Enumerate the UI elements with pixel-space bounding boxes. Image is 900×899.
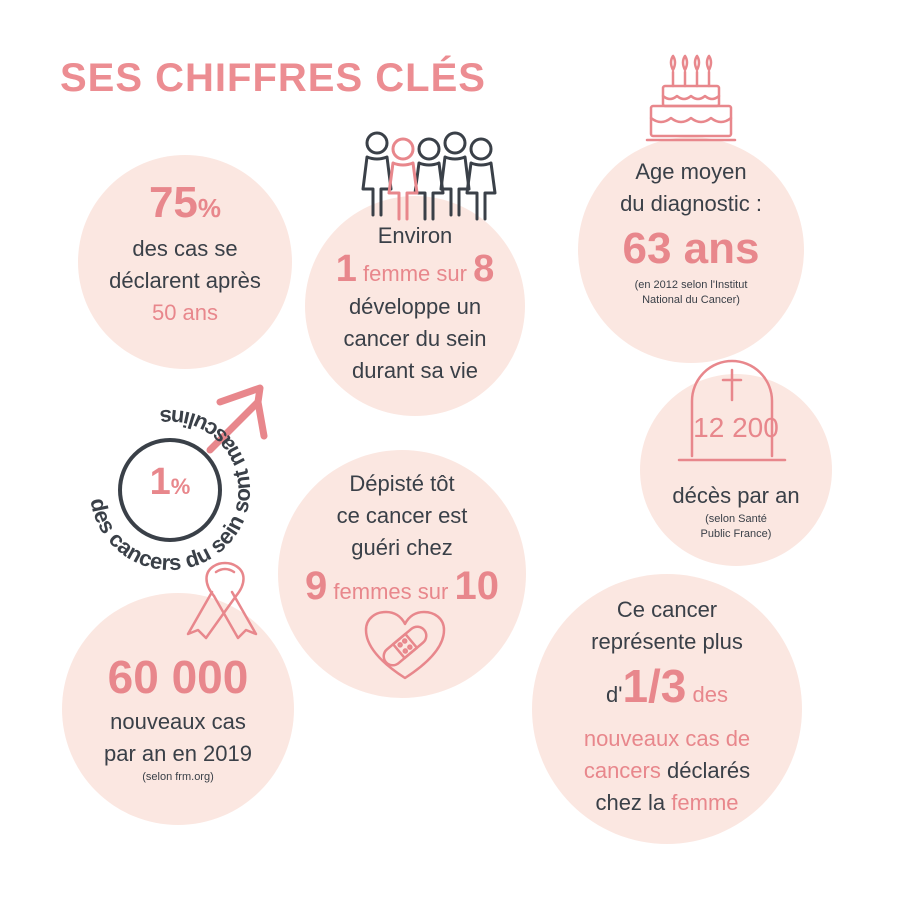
- stat-mean-age-line2: du diagnostic :: [620, 191, 762, 216]
- stat-age-line3: 50 ans: [151, 300, 219, 325]
- stat-men-big: 1%: [149, 461, 191, 503]
- stat-women-num1: 1: [335, 248, 357, 290]
- stat-mean-age-big: 63 ans: [622, 224, 760, 273]
- stat-women-mid: femme sur: [363, 261, 467, 286]
- stat-mean-age-text: Age moyen du diagnostic : 63 ans (en 201…: [578, 156, 804, 308]
- stat-women-line1: Environ: [377, 223, 453, 248]
- stat-share-line5a: cancers: [583, 758, 661, 783]
- stat-share-line1: Ce cancer: [616, 597, 718, 622]
- stat-women-line3: développe un: [348, 294, 482, 319]
- heart-bandage-icon: [364, 610, 446, 680]
- stat-cure-line1: Dépisté tôt: [349, 471, 455, 496]
- page-title: SES CHIFFRES CLÉS: [60, 56, 486, 100]
- stat-deaths-big: 12 200: [693, 412, 779, 443]
- stat-women-line5: durant sa vie: [352, 358, 478, 383]
- stat-age-text: 75% des cas se déclarent après 50 ans: [78, 178, 292, 329]
- stat-share-post: des: [686, 682, 728, 707]
- stat-age-number: 75: [148, 178, 198, 227]
- male-symbol-icon: des cancers du sein sont masculins: [85, 384, 268, 575]
- stat-share-big: 1/3: [622, 660, 687, 712]
- stat-deaths-note2: Public France): [700, 528, 772, 540]
- stat-circle-mean-age: [578, 137, 804, 363]
- stat-women-num2: 8: [473, 248, 495, 290]
- stat-new-cases-note: (selon frm.org): [142, 771, 214, 783]
- stat-share-line6a: chez la: [595, 790, 672, 815]
- stat-age-line2: déclarent après: [109, 268, 261, 293]
- stat-share-line5b: déclarés: [660, 758, 751, 783]
- stat-age-unit: %: [197, 193, 222, 223]
- stat-circle-deaths: [640, 374, 832, 566]
- stat-mean-age-note1: (en 2012 selon l'Institut: [634, 279, 748, 291]
- stat-cure-line3: guéri chez: [351, 535, 453, 560]
- stat-share-pre: d': [606, 682, 623, 707]
- gravestone-icon: [677, 359, 787, 462]
- ribbon-icon: [186, 561, 258, 640]
- women-group-icon: [361, 131, 497, 221]
- stat-share-line4: nouveaux cas de: [583, 726, 751, 751]
- stat-mean-age-line1: Age moyen: [635, 159, 747, 184]
- stat-women-line4: cancer du sein: [343, 326, 487, 351]
- stat-new-cases-big: 60 000: [107, 651, 249, 703]
- stat-deaths-line1: décès par an: [672, 483, 800, 508]
- stat-cure-num2: 10: [454, 564, 499, 608]
- stat-share-line2: représente plus: [591, 629, 743, 654]
- stat-new-cases-line2: par an en 2019: [103, 741, 253, 766]
- stat-new-cases-text: 60 000 nouveaux cas par an en 2019 (selo…: [62, 648, 294, 785]
- stat-cure-num1: 9: [305, 564, 328, 608]
- stat-deaths-note1: (selon Santé: [705, 513, 767, 525]
- stat-cure-line2: ce cancer est: [336, 503, 468, 528]
- stat-cure-text: Dépisté tôt ce cancer est guéri chez 9 f…: [278, 468, 526, 614]
- stat-share-text: Ce cancer représente plus d'1/3 des nouv…: [532, 594, 802, 819]
- stat-deaths-text: 12 200 décès par an (selon Santé Public …: [640, 412, 832, 542]
- stat-share-line6b: femme: [671, 790, 739, 815]
- stat-age-line1: des cas se: [132, 236, 238, 261]
- stat-cure-mid: femmes sur: [333, 579, 449, 604]
- stat-circle-women: [305, 196, 525, 416]
- stat-circle-age: [78, 155, 292, 369]
- stat-women-text: Environ 1 femme sur 8 développe un cance…: [310, 220, 520, 387]
- stat-circle-share: [532, 574, 802, 844]
- stat-new-cases-line1: nouveaux cas: [110, 709, 246, 734]
- stat-mean-age-note2: National du Cancer): [642, 294, 740, 306]
- birthday-cake-icon: [645, 54, 737, 142]
